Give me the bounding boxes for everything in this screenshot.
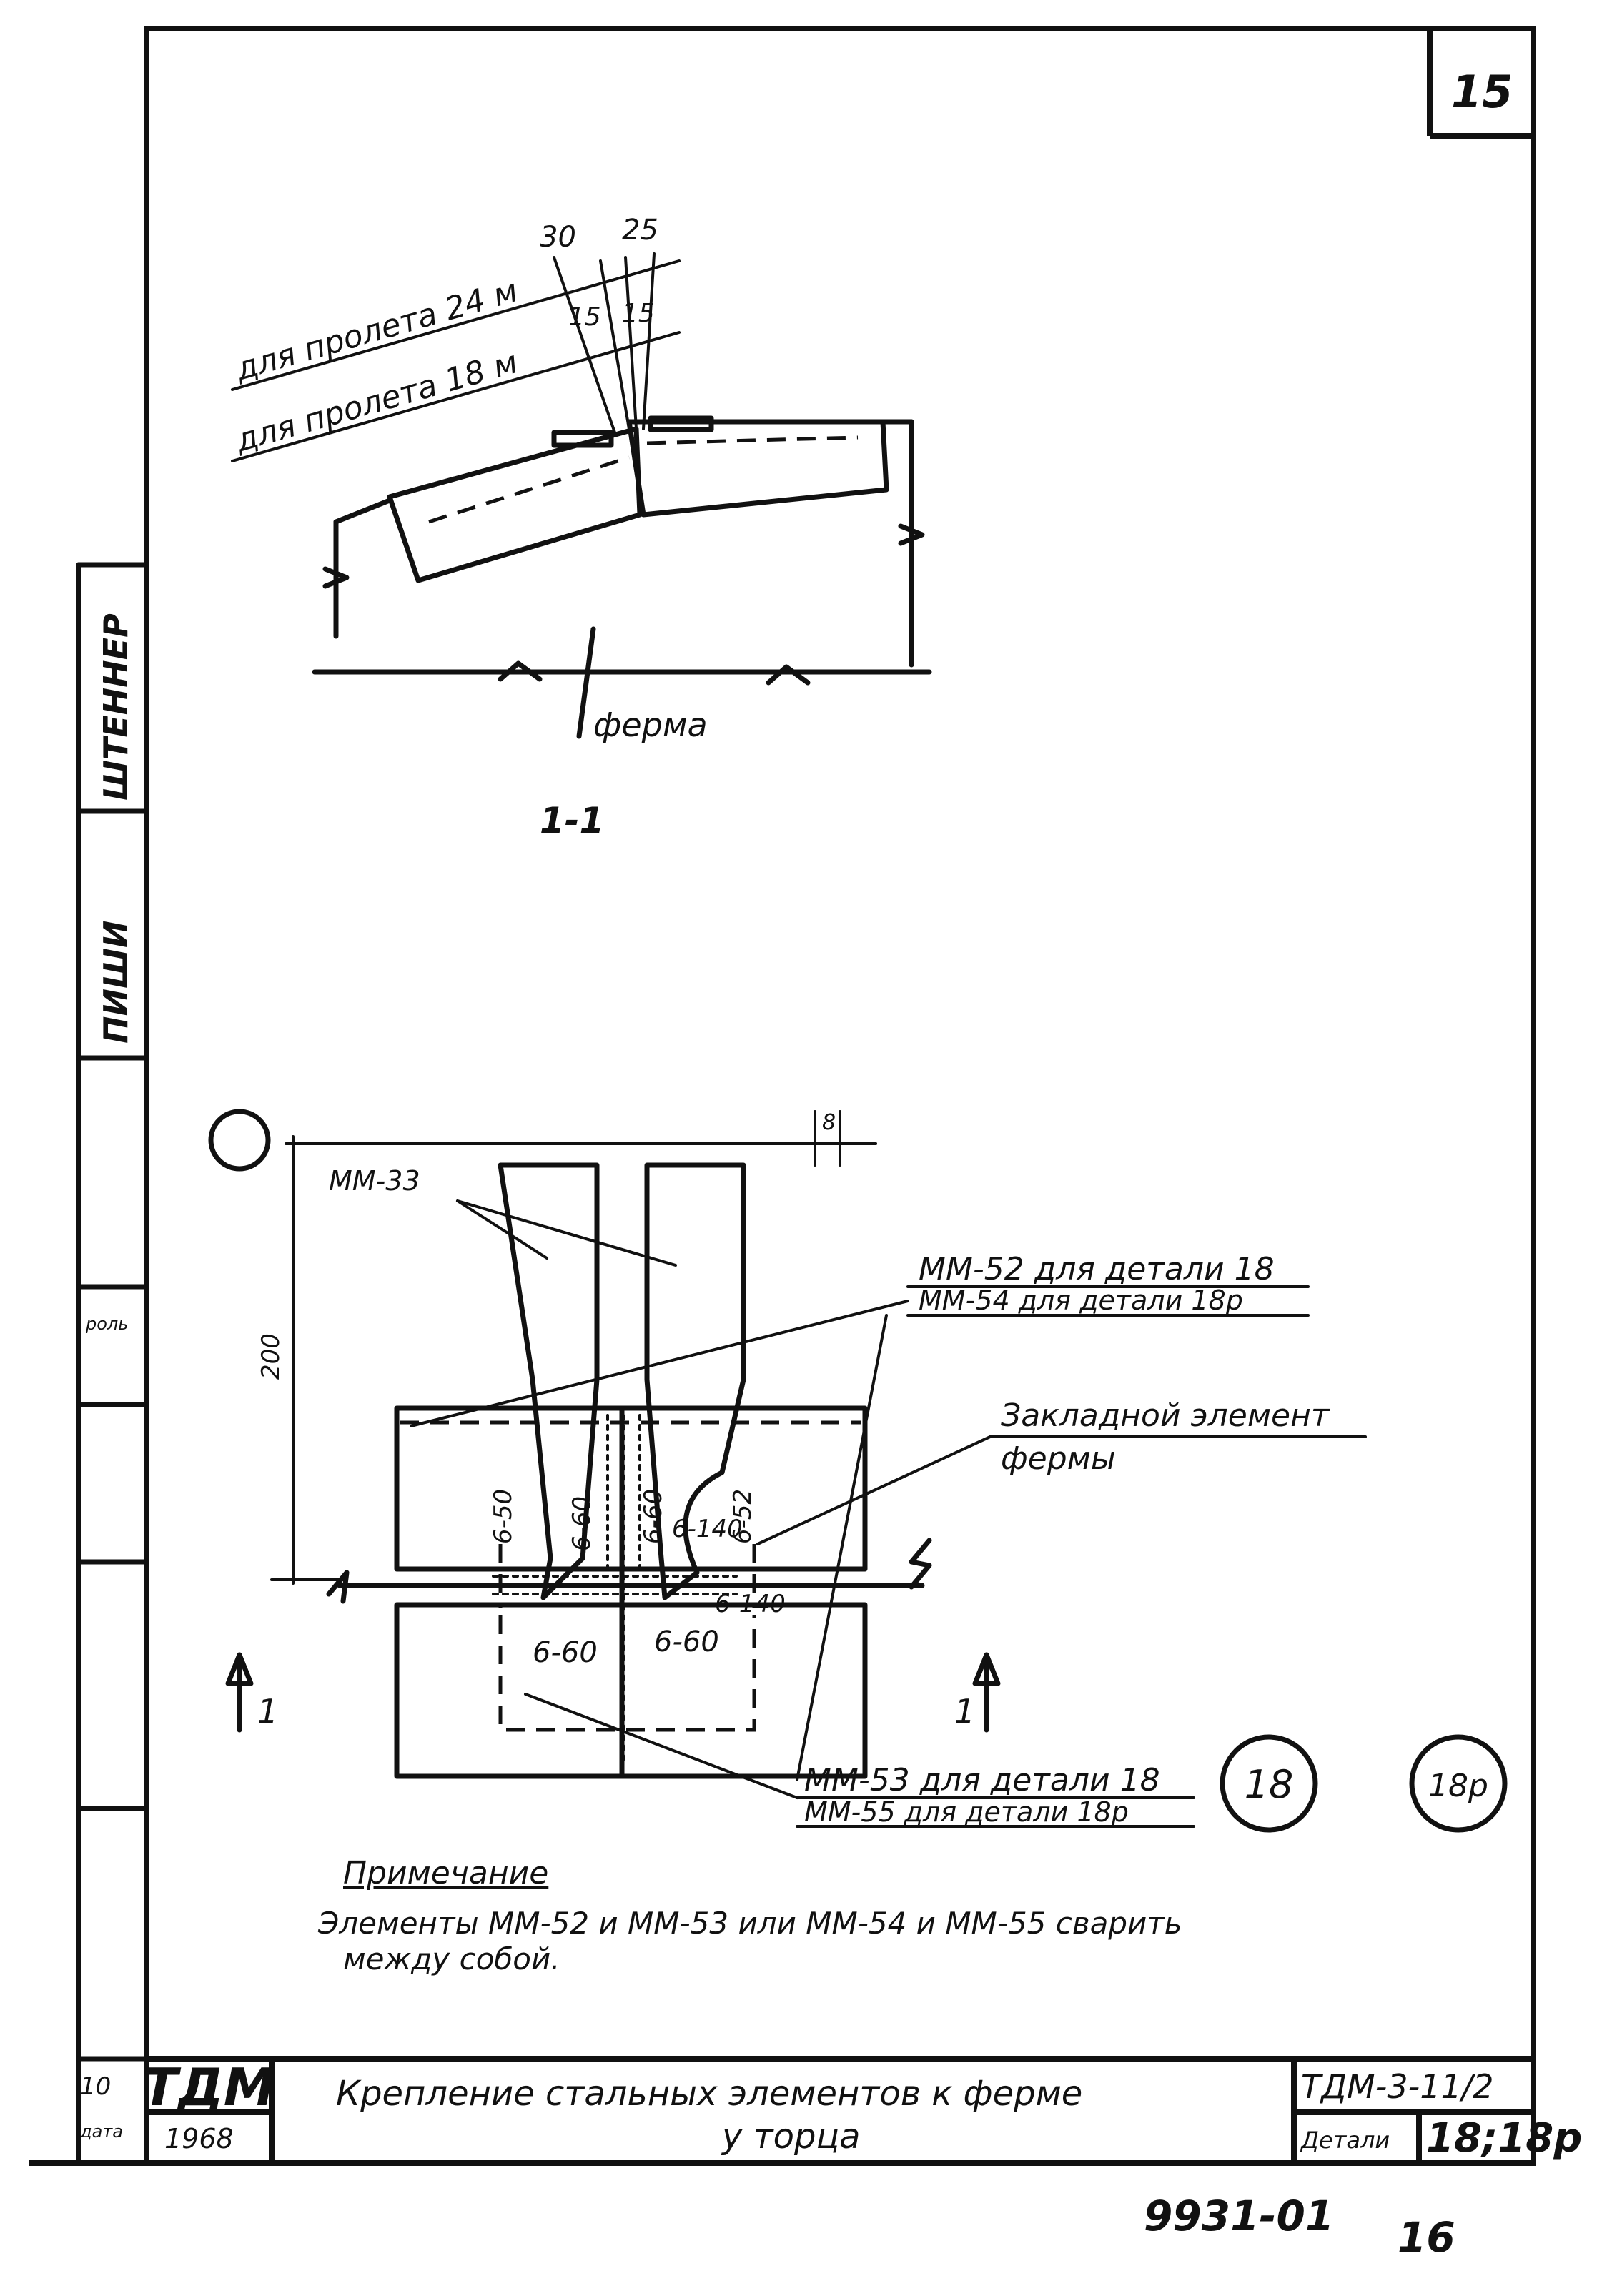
element-mm33: ММ-33	[329, 1165, 420, 1197]
title-line-1: Крепление стальных элементов к ферме	[336, 2074, 1082, 2114]
detail-circle-18r	[1409, 1734, 1508, 1833]
section-view	[231, 252, 932, 739]
weld-right-inner: 6-60	[639, 1489, 668, 1544]
weld-140b: 6-140	[715, 1590, 786, 1618]
side-stamp-name-upper: ШТЕННЕР	[97, 613, 135, 801]
title-line-2: у торца	[721, 2117, 861, 2157]
dim-25: 25	[622, 214, 658, 247]
title-block	[29, 2056, 1533, 2166]
dim-30: 30	[540, 221, 576, 254]
detail-circle-18	[1220, 1734, 1318, 1833]
weld-140a: 6-140	[672, 1515, 743, 1543]
detail-circle-18r-label: 18р	[1428, 1768, 1488, 1804]
slab-right	[626, 419, 889, 518]
slab-left	[387, 426, 643, 583]
strip-mm33-right	[644, 1162, 746, 1600]
detail-label: Детали	[1300, 2127, 1390, 2154]
weld-bottom-right: 6-60	[654, 1625, 719, 1658]
sheet-frame	[144, 26, 1536, 2166]
dim-height: 200	[257, 1333, 285, 1380]
side-stamp-name-lower: ПИШИ	[97, 921, 135, 1044]
note-heading: Примечание	[343, 1855, 548, 1891]
embedded-plate-bottom	[394, 1602, 868, 1779]
dim-top: 8	[822, 1110, 836, 1135]
note-line-2: между собой.	[343, 1941, 560, 1976]
dim-15b: 15	[622, 299, 655, 328]
page-number: 16	[1398, 2213, 1455, 2262]
embedded-label-1: Закладной элемент	[1001, 1397, 1330, 1434]
plan-view	[208, 1109, 1508, 1833]
leader-line-span-18	[231, 331, 681, 462]
detail-circle-18-label: 18	[1245, 1762, 1294, 1807]
side-stamp-date: дата	[79, 2122, 123, 2142]
archive-number: 9931-01	[1144, 2192, 1334, 2240]
callout-mm55: ММ-55 для детали 18р	[804, 1796, 1129, 1828]
callout-mm52: ММ-52 для детали 18	[919, 1251, 1275, 1287]
dim-15a: 15	[568, 302, 601, 332]
section-label: 1-1	[540, 800, 604, 841]
section-mark-right: 1	[954, 1692, 975, 1731]
weld-left-inner: 6-60	[568, 1496, 596, 1551]
embedded-label-2: фермы	[1001, 1440, 1116, 1477]
leader-mm52	[410, 1300, 909, 1427]
title-org: ТДМ	[143, 2057, 275, 2117]
detail-marker-circle	[208, 1109, 271, 1172]
leader-embedded	[756, 1435, 992, 1545]
doc-code: ТДМ-3-11/2	[1301, 2067, 1494, 2106]
note-line-1: Элементы ММ-52 и ММ-53 или ММ-54 и ММ-55…	[317, 1906, 1182, 1941]
side-stamp-role: роль	[85, 1314, 128, 1334]
weld-bottom-left: 6-60	[533, 1636, 598, 1669]
title-year: 1968	[164, 2123, 234, 2154]
leader-mm53	[524, 1693, 798, 1799]
section-mark-left: 1	[257, 1692, 278, 1731]
side-stamp-value: 10	[80, 2072, 111, 2101]
side-stamp-strip	[76, 562, 149, 2166]
embedded-plate-top	[394, 1405, 868, 1572]
weld-left-outer: 6-50	[489, 1489, 518, 1544]
callout-mm53: ММ-53 для детали 18	[804, 1762, 1160, 1798]
callout-mm54: ММ-54 для детали 18р	[919, 1285, 1243, 1316]
detail-value: 18;18р	[1426, 2115, 1582, 2162]
sheet-number: 15	[1451, 66, 1513, 118]
weld-right-outer: 6-52	[728, 1489, 757, 1544]
truss-label: ферма	[593, 706, 708, 744]
weld-seams	[492, 1414, 738, 1767]
